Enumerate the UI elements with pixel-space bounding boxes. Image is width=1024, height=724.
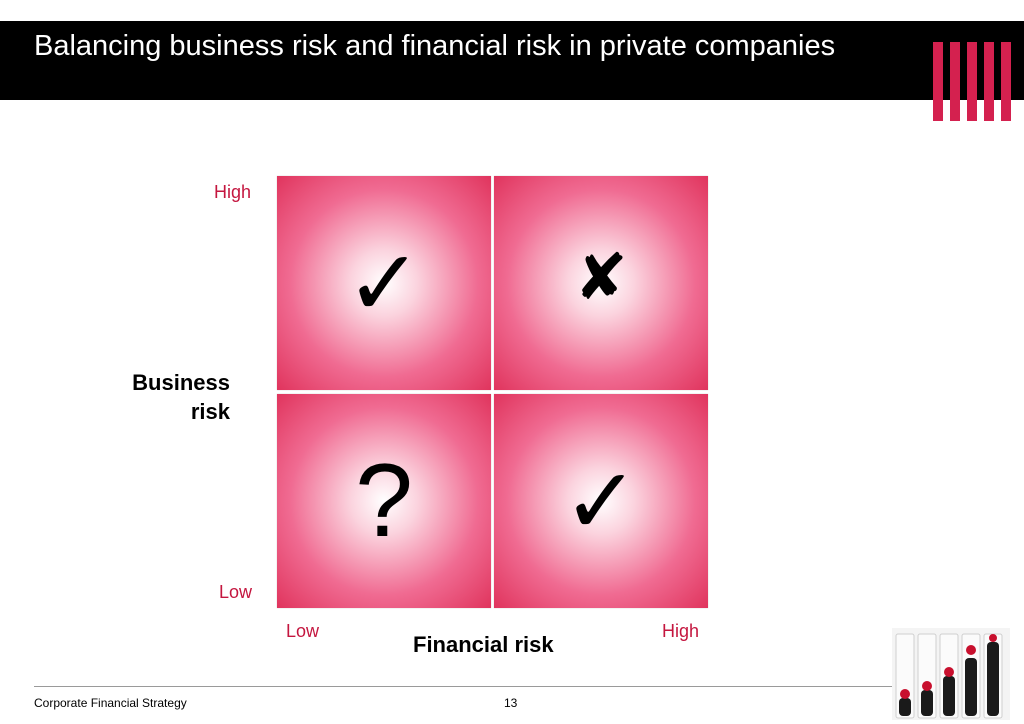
check-icon: ✓: [562, 447, 640, 555]
y-axis-title: Business risk: [132, 370, 230, 424]
x-axis-title: Financial risk: [413, 632, 554, 657]
quadrant-high-business-high-financial: ✘: [494, 176, 708, 390]
x-axis-low-label: Low: [286, 621, 320, 641]
y-axis-high-label: High: [214, 182, 252, 202]
x-axis-high-label: High: [662, 621, 700, 641]
quadrant-high-business-low-financial: ✓: [277, 176, 491, 390]
stacked-jars-image: [892, 628, 1010, 720]
page-number: 13: [504, 696, 518, 710]
quadrant-low-business-high-financial: ✓: [494, 394, 708, 608]
footer-course-title: Corporate Financial Strategy: [34, 696, 187, 710]
y-axis-low-label: Low: [219, 582, 253, 602]
footer-divider: [34, 686, 894, 687]
slide-title: Balancing business risk and financial ri…: [34, 30, 836, 62]
quadrant-low-business-low-financial: ?: [277, 394, 491, 608]
check-icon: ✓: [345, 229, 423, 337]
question-mark-icon: ?: [355, 442, 413, 559]
title-bar: [0, 21, 1024, 121]
cross-icon: ✘: [574, 241, 628, 315]
